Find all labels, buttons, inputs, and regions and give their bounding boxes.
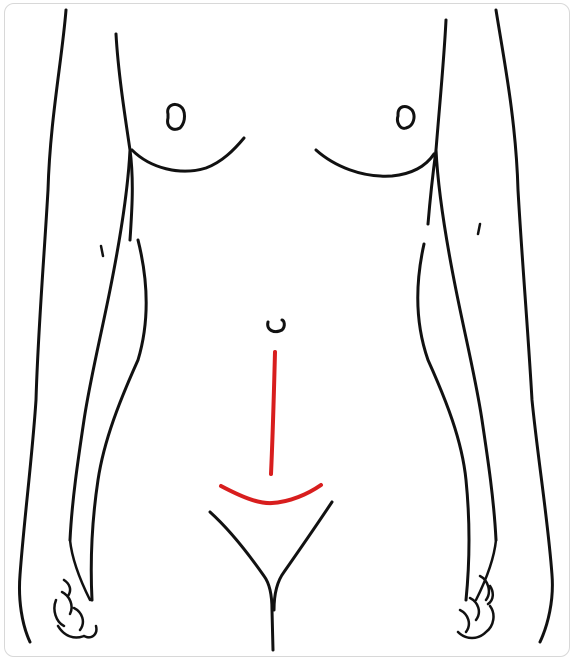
incision-marks	[221, 352, 321, 503]
left-arm-outer-contour	[19, 10, 66, 642]
left-breast-contour	[132, 138, 244, 171]
pfannenstiel-incision	[221, 485, 321, 503]
left-arm-inner-contour-upper	[70, 150, 130, 540]
chest	[132, 104, 434, 176]
right-shoulder-torso-line	[428, 20, 446, 224]
left-elbow-mark	[101, 246, 103, 256]
left-arm-forearm-inner	[91, 240, 146, 600]
right-nipple	[397, 107, 414, 129]
right-arm-outline	[418, 10, 553, 642]
right-groin-line	[274, 502, 332, 610]
right-arm-outer-contour	[496, 10, 552, 642]
vertical-midline-incision	[271, 352, 275, 474]
left-arm-outline	[19, 10, 146, 642]
right-elbow-mark	[478, 224, 480, 234]
right-arm-forearm-inner	[418, 244, 469, 600]
right-breast-contour	[316, 150, 434, 176]
midline-lower	[272, 610, 273, 650]
navel	[268, 320, 285, 332]
torso-sides	[116, 20, 446, 240]
left-nipple	[168, 104, 185, 129]
left-arm-wrist-outer	[70, 540, 90, 600]
groin-lines	[210, 502, 332, 650]
right-hand-knuckles	[458, 576, 493, 638]
left-groin-line	[210, 512, 272, 610]
